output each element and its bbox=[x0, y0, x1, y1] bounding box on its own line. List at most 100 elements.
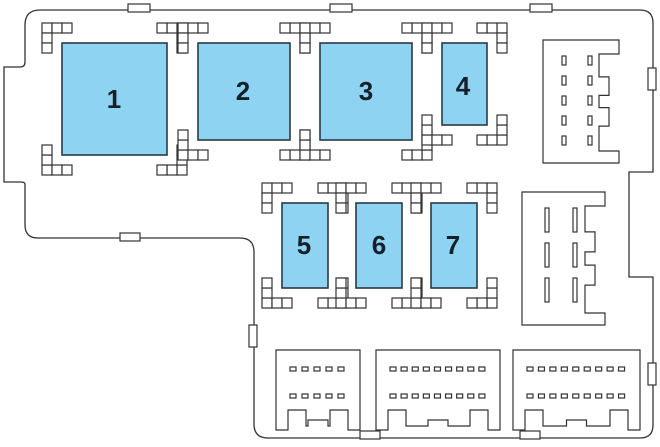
bracket-cell bbox=[335, 287, 347, 299]
bracket-cell bbox=[410, 297, 422, 309]
connector-pin bbox=[301, 366, 309, 372]
bracket-cell bbox=[156, 164, 168, 176]
relay-2[interactable]: 2 bbox=[197, 42, 291, 141]
bracket-cell bbox=[335, 202, 347, 214]
bracket-cell bbox=[309, 149, 321, 161]
connector-pin bbox=[544, 207, 550, 233]
mounting-tab bbox=[119, 232, 141, 242]
bracket-cell bbox=[335, 297, 347, 309]
connectors bbox=[275, 39, 641, 431]
mounting-tab bbox=[529, 3, 553, 13]
bracket-cell bbox=[441, 22, 453, 34]
bracket-cell bbox=[345, 182, 357, 194]
connector-pin bbox=[561, 75, 567, 86]
relay-label: 6 bbox=[372, 230, 386, 260]
connector-pin bbox=[560, 366, 568, 372]
bracket-cell bbox=[177, 149, 189, 161]
bracket-cell bbox=[430, 297, 442, 309]
bracket-cell bbox=[486, 22, 498, 34]
bracket-cell bbox=[355, 297, 367, 309]
bracket-cell bbox=[279, 22, 291, 34]
bracket-cell bbox=[441, 134, 453, 146]
connector-pin bbox=[400, 393, 408, 399]
bracket-cell bbox=[430, 182, 442, 194]
connector-pin bbox=[537, 393, 546, 399]
bracket-cell bbox=[41, 164, 53, 176]
bracket-cell bbox=[410, 182, 422, 194]
bracket-cell bbox=[317, 297, 329, 309]
connector-pin bbox=[587, 75, 593, 86]
connector-pin bbox=[422, 393, 430, 399]
connector-pin bbox=[561, 135, 567, 146]
bracket-cell bbox=[41, 144, 53, 156]
connector-pin bbox=[617, 393, 626, 399]
bracket-cell bbox=[271, 182, 283, 194]
bracket-cell bbox=[335, 277, 347, 289]
relay-5[interactable]: 5 bbox=[281, 202, 329, 289]
relay-3[interactable]: 3 bbox=[319, 42, 413, 141]
bracket-cell bbox=[261, 277, 273, 289]
connector-pin bbox=[595, 393, 603, 399]
connector-pin bbox=[337, 366, 345, 372]
bracket-cell bbox=[51, 164, 63, 176]
connector-pin bbox=[444, 366, 453, 372]
bracket-cell bbox=[401, 22, 413, 34]
bracket-cell bbox=[261, 192, 273, 204]
connector-pin bbox=[561, 55, 567, 66]
bracket-cell bbox=[486, 277, 498, 289]
connector-pin bbox=[289, 366, 297, 372]
connector-housing bbox=[275, 349, 361, 431]
connector-pin bbox=[572, 277, 578, 303]
connector-pin bbox=[389, 393, 397, 399]
bracket-cell bbox=[476, 22, 488, 34]
connector-pin bbox=[583, 366, 591, 372]
bracket-cell bbox=[335, 182, 347, 194]
connector-pin bbox=[467, 393, 475, 399]
bracket-cell bbox=[421, 22, 433, 34]
bracket-cell bbox=[421, 42, 433, 54]
bracket-cell bbox=[486, 297, 498, 309]
bracket-cell bbox=[421, 124, 433, 136]
bracket-cell bbox=[496, 114, 508, 126]
bracket-cell bbox=[421, 114, 433, 126]
bracket-cell bbox=[319, 22, 331, 34]
connector-pin bbox=[544, 242, 550, 268]
relay-6[interactable]: 6 bbox=[355, 202, 403, 289]
bracket-cell bbox=[466, 297, 478, 309]
bracket-cell bbox=[391, 297, 403, 309]
relay-label: 5 bbox=[297, 230, 311, 260]
mounting-tab bbox=[519, 430, 541, 440]
relay-1[interactable]: 1 bbox=[61, 42, 168, 156]
mounting-tab bbox=[647, 362, 657, 386]
relay-label: 2 bbox=[236, 76, 250, 106]
mounting-tabs bbox=[119, 3, 657, 440]
connector-pin bbox=[325, 366, 333, 372]
connector-pin bbox=[478, 366, 486, 372]
bracket-cell bbox=[299, 149, 311, 161]
connector-housing bbox=[521, 191, 606, 326]
bracket-cell bbox=[401, 149, 413, 161]
bracket-cell bbox=[299, 42, 311, 54]
bracket-cell bbox=[476, 134, 488, 146]
connector-pin bbox=[572, 207, 578, 233]
bracket-cell bbox=[420, 297, 432, 309]
connector-pin bbox=[572, 366, 580, 372]
bracket-cell bbox=[496, 32, 508, 44]
bracket-cell bbox=[299, 129, 311, 141]
bracket-cell bbox=[410, 277, 422, 289]
relay-7[interactable]: 7 bbox=[430, 202, 478, 289]
bracket-cell bbox=[177, 32, 189, 44]
connector-pin bbox=[526, 393, 534, 399]
connector-pin bbox=[595, 366, 603, 372]
relay-4[interactable]: 4 bbox=[441, 42, 488, 126]
relay-brackets bbox=[41, 22, 508, 309]
connector-pin bbox=[289, 393, 297, 399]
bracket-cell bbox=[496, 42, 508, 54]
bracket-cell bbox=[177, 139, 189, 151]
bracket-cell bbox=[410, 192, 422, 204]
connector-pin bbox=[561, 95, 567, 106]
connector-pin bbox=[587, 95, 593, 106]
connector-pin bbox=[301, 393, 309, 399]
bracket-cell bbox=[61, 164, 73, 176]
